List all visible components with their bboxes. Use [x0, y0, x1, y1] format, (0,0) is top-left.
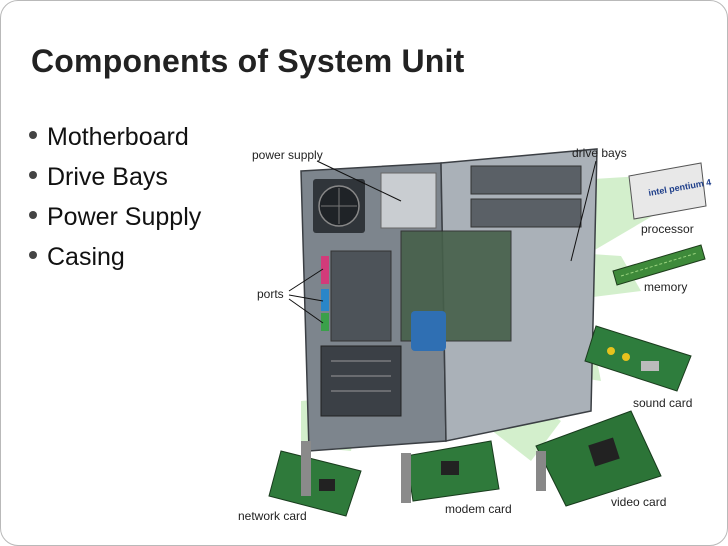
network-card	[268, 441, 362, 517]
bullet-dot-icon	[29, 251, 37, 260]
bullet-text: Drive Bays	[47, 163, 168, 191]
bullet-list: Motherboard Drive Bays Power Supply Casi…	[29, 117, 201, 277]
label-sound-card: sound card	[633, 396, 692, 410]
memory-stick	[612, 244, 706, 286]
bullet-item: Motherboard	[29, 117, 201, 157]
bullet-text: Power Supply	[47, 203, 202, 231]
processor-chip: intel pentium 4	[628, 162, 712, 220]
label-ports: ports	[257, 287, 284, 301]
modem-card	[401, 440, 500, 503]
bullet-dot-icon	[29, 171, 37, 180]
bullet-item: Casing	[29, 237, 201, 277]
slide-title: Components of System Unit	[31, 43, 465, 79]
sound-card	[584, 325, 692, 392]
label-power-supply: power supply	[252, 148, 323, 162]
label-drive-bays: drive bays	[572, 146, 627, 160]
leader-lines	[288, 160, 597, 324]
video-card	[535, 410, 662, 507]
label-network-card: network card	[238, 509, 307, 523]
label-video-card: video card	[611, 495, 666, 509]
drive-bay	[470, 165, 582, 195]
label-processor: processor	[641, 222, 694, 236]
label-memory: memory	[644, 280, 687, 294]
label-modem-card: modem card	[445, 502, 512, 516]
bullet-item: Drive Bays	[29, 157, 201, 197]
drive-bay	[470, 198, 582, 228]
bullet-item: Power Supply	[29, 197, 201, 237]
bullet-text: Casing	[47, 243, 125, 271]
bullet-dot-icon	[29, 131, 37, 140]
computer-case	[300, 148, 598, 452]
bullet-dot-icon	[29, 211, 37, 220]
bullet-text: Motherboard	[47, 123, 189, 151]
